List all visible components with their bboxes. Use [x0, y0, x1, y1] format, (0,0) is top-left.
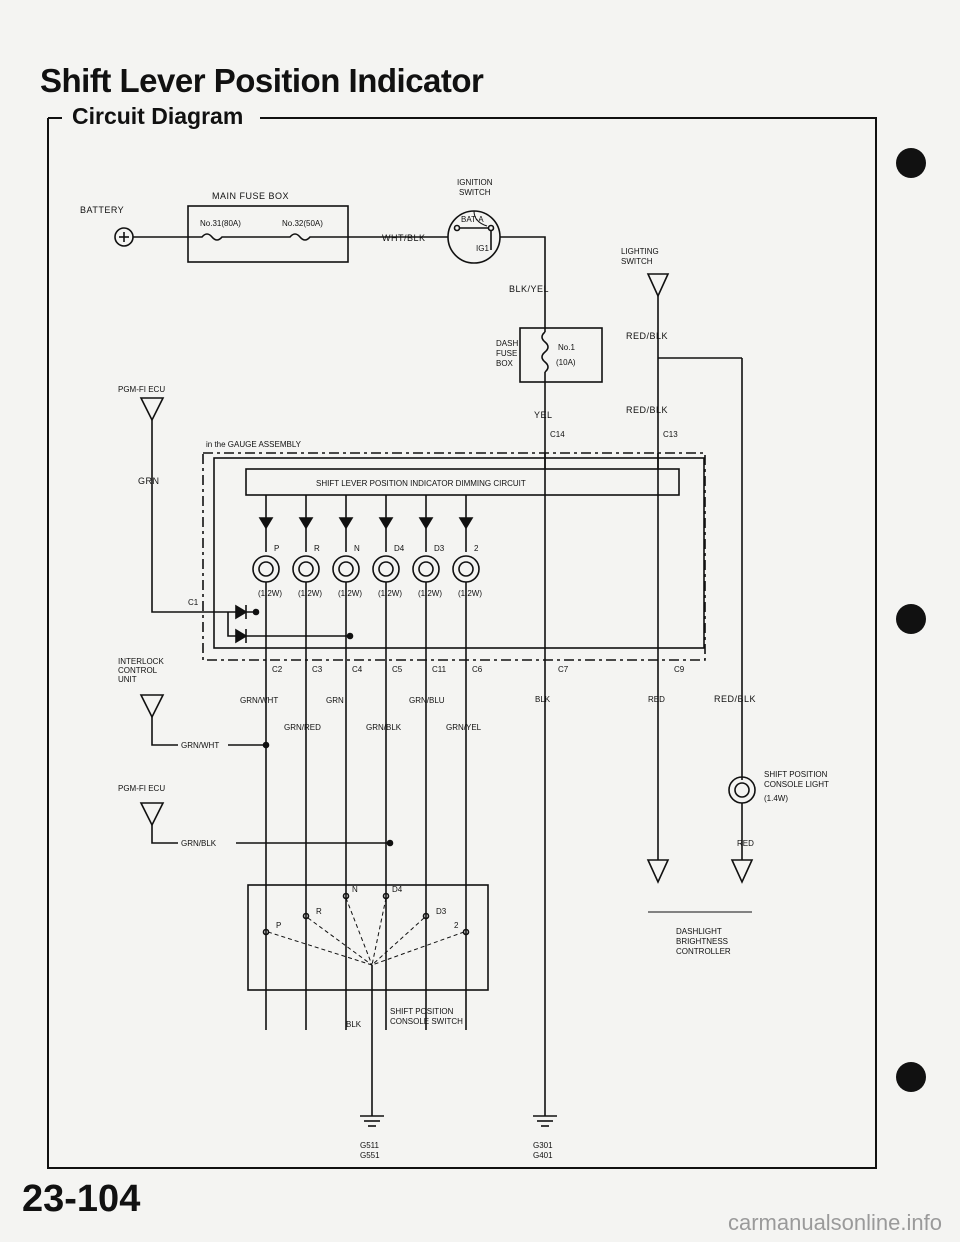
wire-red-blk-right: RED/BLK [714, 694, 756, 704]
wire-grn-blk-left: GRN/BLK [181, 839, 217, 848]
connector-c13: C13 [663, 430, 678, 439]
indicator-label-5: 2 [474, 544, 479, 553]
wire-grn-blu: GRN/BLU [409, 696, 445, 705]
ground-g511: G511 [360, 1141, 380, 1150]
connector-label-7: C9 [674, 665, 685, 674]
connector-c1: C1 [188, 598, 199, 607]
indicator-label-2: N [354, 544, 360, 553]
wire-grn-wht: GRN/WHT [240, 696, 278, 705]
ground-g401: G401 [533, 1151, 553, 1160]
main-fuse-box-label: MAIN FUSE BOX [212, 191, 289, 201]
wire-red-c9: RED [648, 695, 665, 704]
bulb-watt-label-4: (1.2W) [418, 589, 442, 598]
ignition-switch-label-2: SWITCH [459, 188, 491, 197]
wire-grn-yel: GRN/YEL [446, 723, 482, 732]
wire-grn-blk: GRN/BLK [366, 723, 402, 732]
ignition-switch-label: IGNITION [457, 178, 493, 187]
fuse-10a-label: (10A) [556, 358, 576, 367]
dashlight-label: DASHLIGHT [676, 927, 722, 936]
interlock-label-2: CONTROL [118, 666, 158, 675]
wire-red-blk-top: RED/BLK [626, 331, 668, 341]
switch-position-4: D3 [436, 907, 447, 916]
wire-blk-yel: BLK/YEL [509, 284, 549, 294]
dashlight-label-3: CONTROLLER [676, 947, 731, 956]
indicator-label-1: R [314, 544, 320, 553]
ground-g551: G551 [360, 1151, 380, 1160]
fuse-no1-label: No.1 [558, 343, 575, 352]
switch-position-5: 2 [454, 921, 459, 930]
connector-label-1: C3 [312, 665, 323, 674]
pgm-fi-ecu-top-label: PGM-FI ECU [118, 385, 165, 394]
wire-grn-red: GRN/RED [284, 723, 321, 732]
connector-label-0: C2 [272, 665, 283, 674]
switch-label-2: CONSOLE SWITCH [390, 1017, 463, 1026]
indicator-label-3: D4 [394, 544, 405, 553]
wire-grn-wht-left: GRN/WHT [181, 741, 219, 750]
wire-red-bottom: RED [737, 839, 754, 848]
ground-g301: G301 [533, 1141, 553, 1150]
switch-position-3: D4 [392, 885, 403, 894]
pgm-fi-ecu-bottom-label: PGM-FI ECU [118, 784, 165, 793]
switch-label: SHIFT POSITION [390, 1007, 454, 1016]
dash-fuse-label: DASH [496, 339, 518, 348]
fuse-31-label: No.31(80A) [200, 219, 241, 228]
wire-blk-c7: BLK [535, 695, 551, 704]
wire-blk-switch: BLK [346, 1020, 362, 1029]
bat-a-label: BAT-A [461, 215, 484, 224]
lighting-switch-label-2: SWITCH [621, 257, 653, 266]
binder-hole-2 [896, 604, 926, 634]
wire-grn: GRN [326, 696, 344, 705]
interlock-label-3: UNIT [118, 675, 137, 684]
dimming-circuit-label: SHIFT LEVER POSITION INDICATOR DIMMING C… [316, 479, 526, 488]
connector-label-5: C6 [472, 665, 483, 674]
section-title: Circuit Diagram [66, 103, 250, 130]
fuse-32-label: No.32(50A) [282, 219, 323, 228]
interlock-label: INTERLOCK [118, 657, 164, 666]
binder-hole-1 [896, 148, 926, 178]
dash-fuse-label-2: FUSE [496, 349, 517, 358]
page-number: 23-104 [22, 1178, 141, 1220]
bulb-watt-label-2: (1.2W) [338, 589, 362, 598]
indicator-label-0: P [274, 544, 279, 553]
connector-label-3: C5 [392, 665, 403, 674]
wire-yel: YEL [534, 410, 553, 420]
console-light-label: SHIFT POSITION [764, 770, 828, 779]
console-light-label-2: CONSOLE LIGHT [764, 780, 829, 789]
indicator-label-4: D3 [434, 544, 445, 553]
page-title: Shift Lever Position Indicator [40, 62, 484, 99]
ig1-label: IG1 [476, 244, 489, 253]
connector-label-4: C11 [432, 665, 447, 674]
connector-label-6: C7 [558, 665, 569, 674]
dash-fuse-label-3: BOX [496, 359, 514, 368]
dashlight-label-2: BRIGHTNESS [676, 937, 728, 946]
switch-position-2: N [352, 885, 358, 894]
watermark: carmanualsonline.info [727, 1210, 942, 1235]
gauge-assembly-label: in the GAUGE ASSEMBLY [206, 440, 302, 449]
console-light-label-3: (1.4W) [764, 794, 788, 803]
bulb-watt-label-5: (1.2W) [458, 589, 482, 598]
wire-red-blk-mid: RED/BLK [626, 405, 668, 415]
lighting-switch-label: LIGHTING [621, 247, 659, 256]
connector-label-2: C4 [352, 665, 363, 674]
binder-hole-3 [896, 1062, 926, 1092]
wire-wht-blk: WHT/BLK [382, 233, 426, 243]
bulb-watt-label-0: (1.2W) [258, 589, 282, 598]
connector-c14: C14 [550, 430, 565, 439]
switch-position-0: P [276, 921, 281, 930]
bulb-watt-label-1: (1.2W) [298, 589, 322, 598]
wire-grn-left: GRN [138, 476, 160, 486]
switch-position-1: R [316, 907, 322, 916]
bulb-watt-label-3: (1.2W) [378, 589, 402, 598]
battery-label: BATTERY [80, 205, 124, 215]
